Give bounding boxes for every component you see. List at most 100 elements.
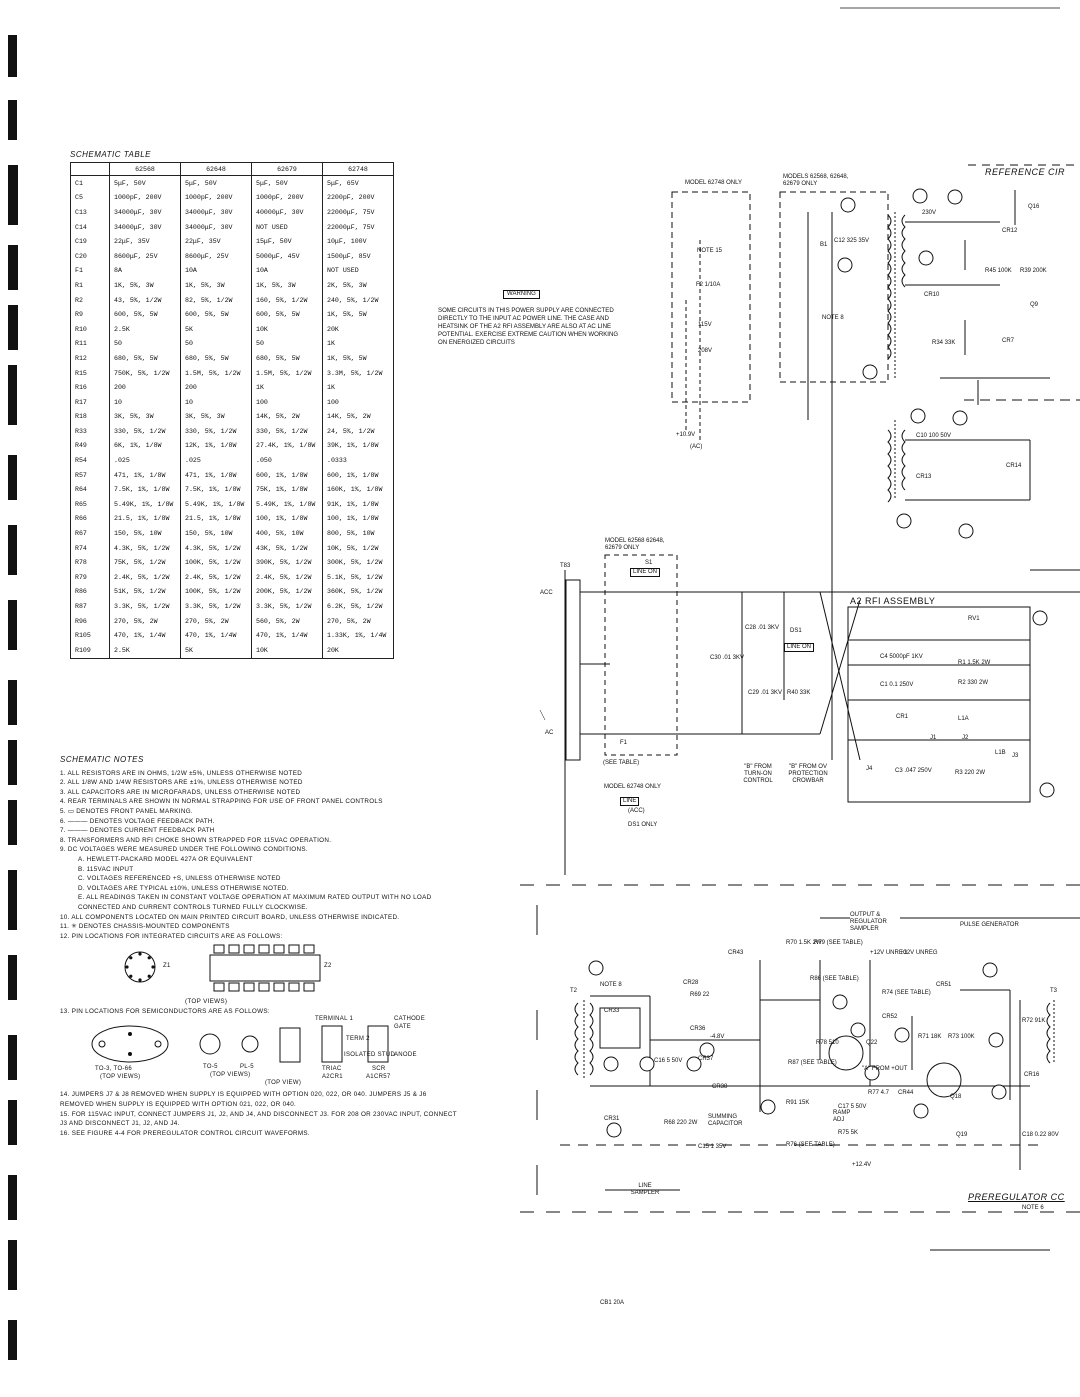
node-markers — [588, 188, 1007, 1138]
component-label: J2 — [962, 735, 969, 741]
table-cell: 8600μF, 25V — [180, 248, 252, 264]
component-label: C15 1 35V — [698, 1144, 727, 1150]
table-cell: 75K, 1%, 1/8W — [251, 482, 323, 498]
note-6-label: NOTE 6 — [1022, 1205, 1044, 1211]
models-62568-62648-62679: MODELS 62568, 62648, 62679 ONLY — [783, 174, 849, 187]
binding-mark — [8, 800, 17, 845]
table-cell: C20 — [70, 248, 110, 264]
component-label: C10 100 50V — [916, 433, 952, 439]
binding-mark — [8, 740, 17, 785]
component-label: AC — [545, 730, 554, 736]
component-label: CR38 — [712, 1084, 728, 1090]
pkg-gate: GATE — [394, 1024, 412, 1031]
table-cell: 22μF, 35V — [109, 234, 181, 249]
table-cell: NOT USED — [251, 219, 323, 235]
table-cell: 2.5K — [109, 321, 181, 337]
table-cell: 2.4K, 5%, 1/2W — [180, 570, 252, 585]
table-cell: F1 — [70, 263, 110, 279]
component-label: T2 — [570, 988, 578, 994]
table-cell: 330, 5%, 1/2W — [180, 424, 252, 439]
table-cell: .0333 — [322, 453, 394, 468]
line-sampler-label: LINE SAMPLER — [630, 1183, 660, 1196]
component-label: CR36 — [690, 1026, 706, 1032]
table-cell: 2.4K, 5%, 1/2W — [251, 570, 323, 585]
component-label: 208V — [698, 348, 713, 354]
table-cell: 10μF, 100V — [322, 234, 394, 249]
component-label: R68 220 2W — [664, 1120, 698, 1126]
binding-mark — [8, 1320, 17, 1360]
model-6274-only: MODEL 62748 ONLY — [685, 180, 743, 186]
binding-mark — [8, 100, 17, 140]
table-cell: 1500μF, 85V — [322, 248, 394, 264]
output-sampler-label: OUTPUT & REGULATOR SAMPLER — [850, 912, 900, 933]
table-cell: 39K, 1%, 1/8W — [322, 438, 394, 454]
component-label: C28 .01 3KV — [745, 625, 780, 631]
ic-label-z1: Z1 — [163, 963, 171, 970]
component-label: C12 325 35V — [834, 238, 870, 244]
component-label: NOTE 15 — [697, 248, 723, 254]
table-cell: 330, 5%, 1/2W — [251, 424, 323, 439]
component-label: DS1 ONLY — [628, 822, 658, 828]
table-cell: 1000pF, 200V — [180, 190, 252, 206]
binding-mark — [8, 1100, 17, 1145]
table-cell: 5.49K, 1%, 1/8W — [109, 497, 181, 512]
table-cell: 5K — [180, 321, 252, 337]
table-cell: 20K — [322, 321, 394, 337]
pkg-term2: TERM 2 — [346, 1036, 370, 1043]
table-cell: 680, 5%, 5W — [180, 351, 252, 366]
ic-package-drawing — [124, 944, 321, 992]
note-item: B. 115VAC INPUT — [78, 865, 134, 873]
notes-list-2: 10. ALL COMPONENTS LOCATED ON MAIN PRINT… — [60, 913, 460, 942]
binding-mark — [8, 1035, 17, 1080]
component-label: R72 91K — [1022, 1018, 1046, 1024]
table-column-header — [70, 162, 110, 176]
table-cell: 1K, 5%, 3W — [180, 278, 252, 293]
binding-mark — [8, 1240, 17, 1290]
pkg-topview: (TOP VIEW) — [265, 1080, 302, 1087]
component-label: J3 — [1012, 753, 1019, 759]
test-point-node — [850, 1022, 866, 1038]
table-cell: 270, 5%, 2W — [180, 613, 252, 629]
component-label: C3 .047 250V — [895, 768, 932, 774]
test-point-node — [958, 523, 974, 539]
component-label: R86 (SEE TABLE) — [810, 976, 859, 982]
table-cell: 1K, 5%, 5W — [322, 307, 394, 322]
note-13: 13. PIN LOCATIONS FOR SEMICONDUCTORS ARE… — [60, 1007, 270, 1015]
table-cell: R33 — [70, 424, 110, 439]
table-cell: R1 — [70, 278, 110, 293]
table-cell: 680, 5%, 5W — [251, 351, 323, 366]
note-item: 14. JUMPERS J7 & J8 REMOVED WHEN SUPPLY … — [60, 1091, 427, 1109]
ic-pin-dot — [147, 974, 151, 979]
table-cell: 2.4K, 5%, 1/2W — [109, 570, 181, 585]
table-cell: 5μF, 50V — [251, 175, 323, 191]
binding-mark — [8, 870, 17, 930]
binding-mark — [8, 525, 17, 575]
table-cell: 560, 5%, 2W — [251, 613, 323, 629]
pulse-generator-label: PULSE GENERATOR — [960, 922, 1019, 929]
test-point-node — [988, 1032, 1004, 1048]
table-cell: 1K, 5%, 5W — [322, 351, 394, 366]
table-cell: 470, 1%, 1/4W — [109, 628, 181, 643]
component-label: R91 15K — [786, 1100, 810, 1106]
table-cell: 1.33K, 1%, 1/4W — [322, 628, 394, 643]
component-label: R39 200K — [1020, 268, 1047, 274]
table-cell: 51K, 5%, 1/2W — [109, 584, 181, 600]
table-cell: 10A — [180, 263, 252, 279]
ic-pin-box — [213, 982, 225, 992]
table-cell: 3K, 5%, 3W — [180, 409, 252, 425]
test-point-node — [918, 250, 934, 266]
component-label: CR31 — [604, 1116, 620, 1122]
table-column-header: 62679 — [251, 162, 323, 176]
ic-label-z2: Z2 — [324, 963, 332, 970]
component-label: CR14 — [1006, 463, 1022, 469]
note-item: D. VOLTAGES ARE TYPICAL ±10%, UNLESS OTH… — [78, 884, 289, 892]
schematic-notes: SCHEMATIC NOTES 1. ALL RESISTORS ARE IN … — [60, 755, 460, 1138]
component-label: CR1 — [896, 714, 909, 720]
table-cell: 43, 5%, 1/2W — [109, 292, 181, 308]
